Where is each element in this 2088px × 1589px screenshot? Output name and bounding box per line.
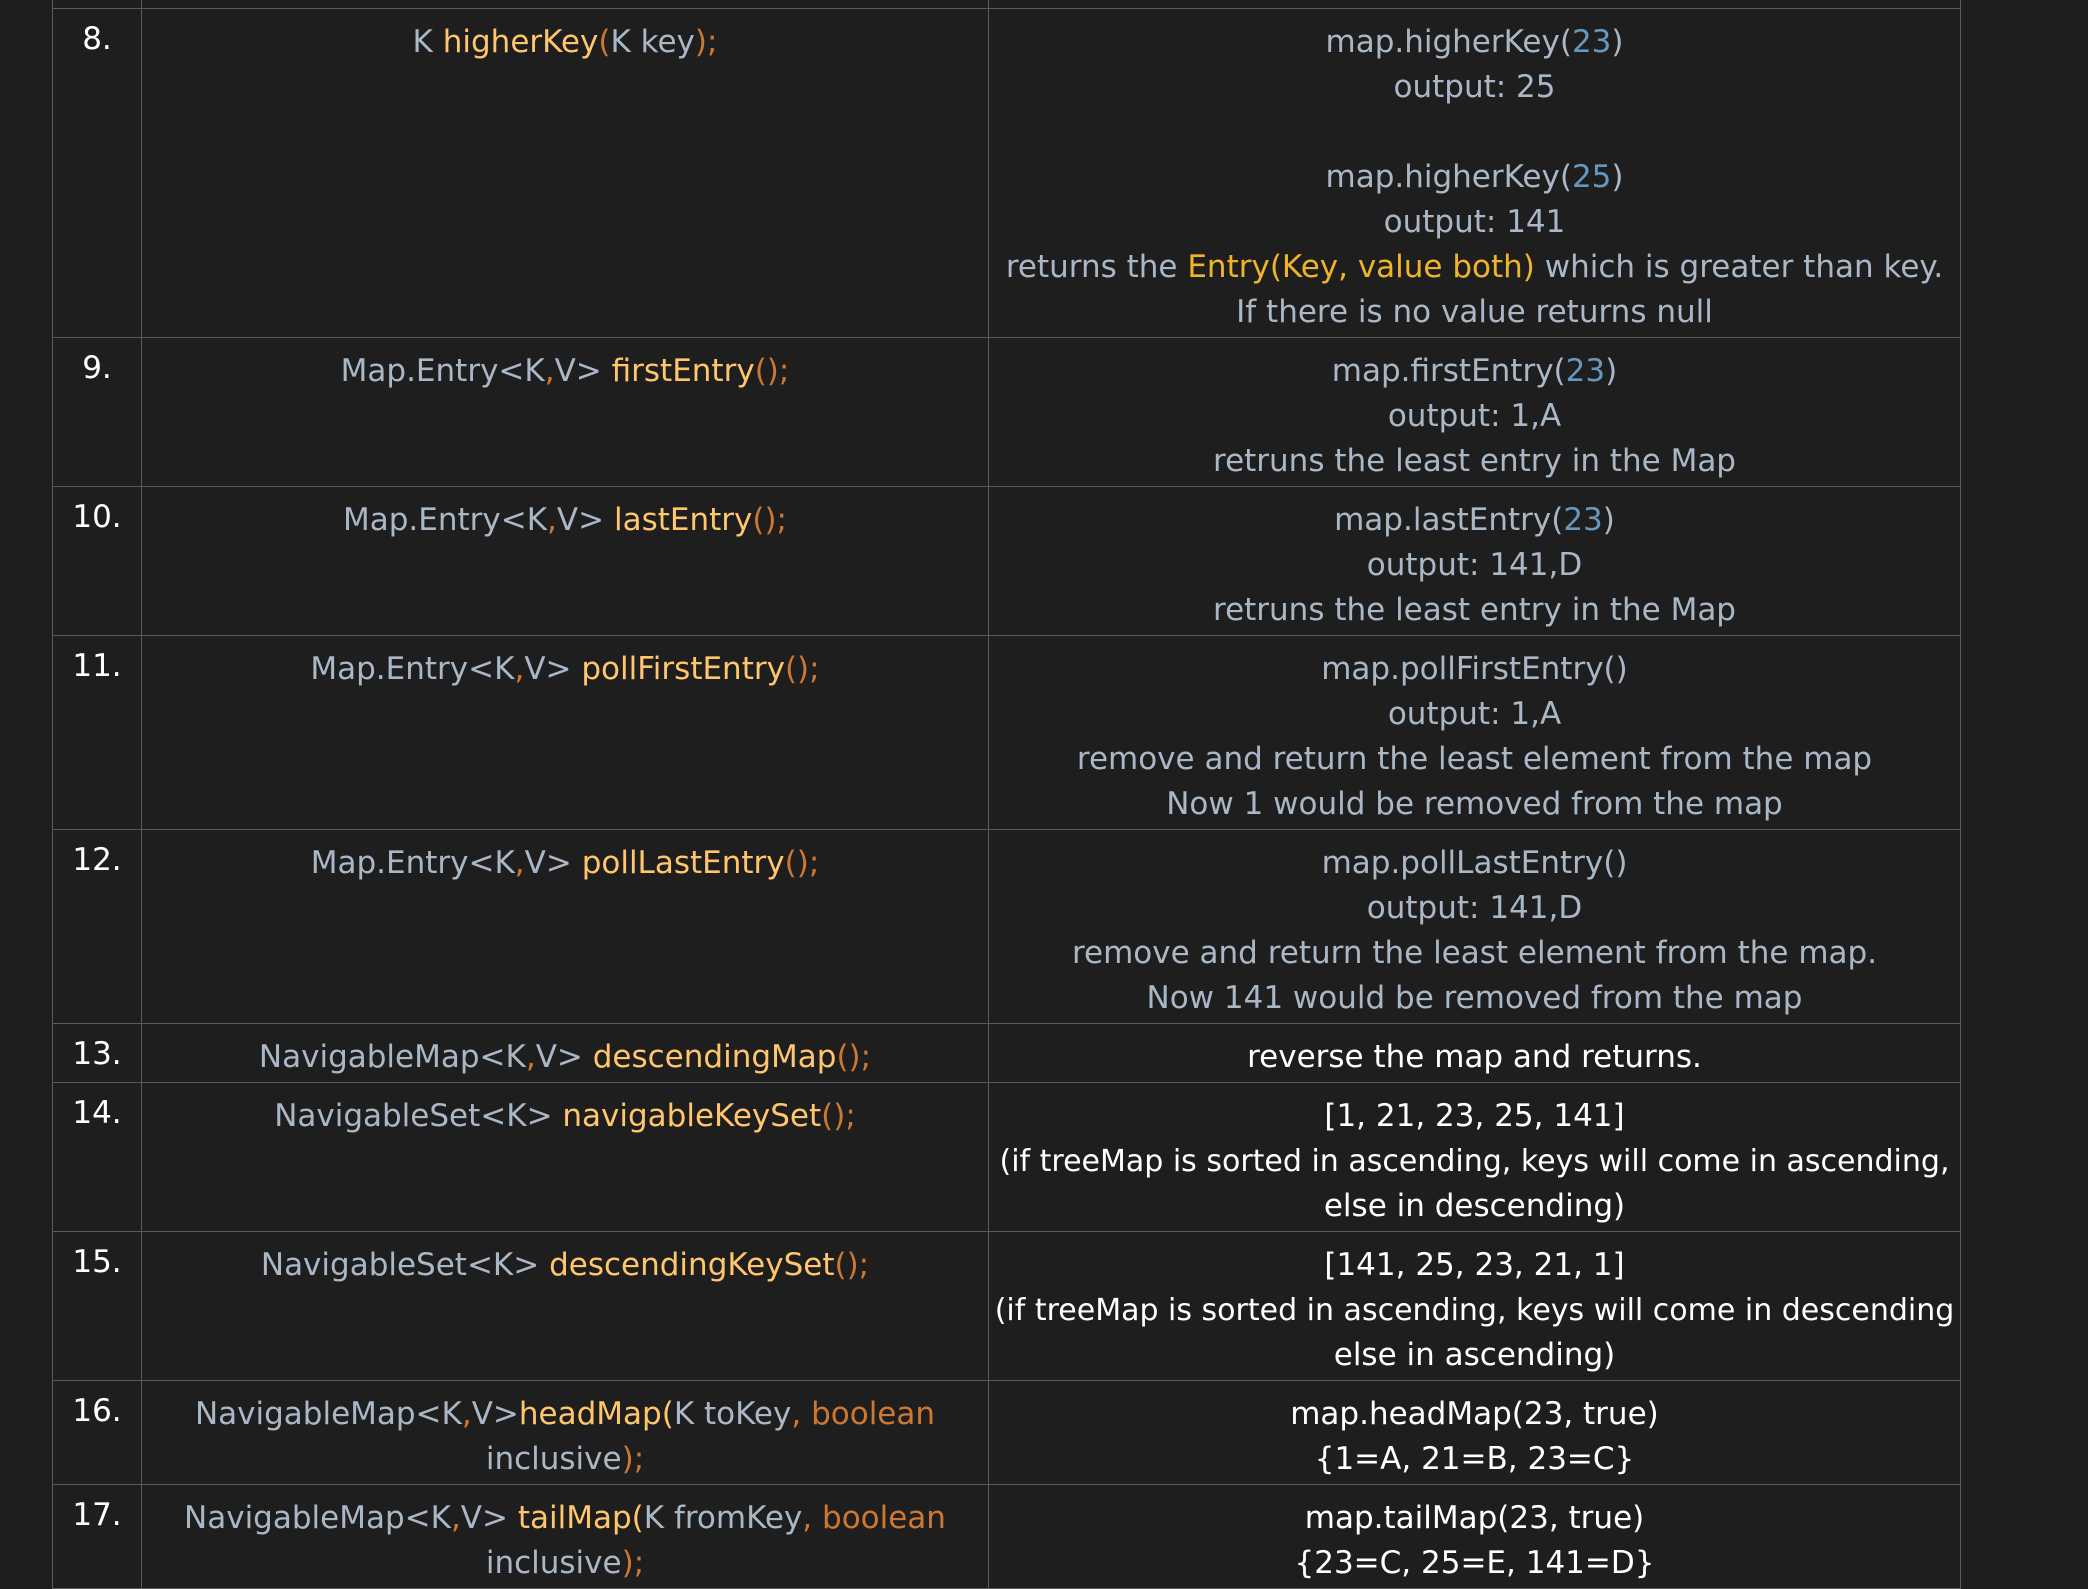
- method-name: tailMap: [517, 1500, 632, 1536]
- method-name: lastEntry: [613, 502, 753, 538]
- row-number: 16.: [52, 1380, 142, 1485]
- row-number: 9.: [52, 337, 142, 487]
- table-row: 15. NavigableSet<K> descendingKeySet(); …: [52, 1231, 1961, 1381]
- method-name: descendingMap: [592, 1039, 837, 1075]
- method-name: pollLastEntry: [581, 845, 785, 881]
- method-signature: Map.Entry<K,V> pollLastEntry();: [141, 829, 989, 1024]
- method-name: headMap: [518, 1396, 662, 1432]
- method-description: map.pollLastEntry() output: 141,D remove…: [988, 829, 1961, 1024]
- method-signature: NavigableSet<K> descendingKeySet();: [141, 1231, 989, 1381]
- method-signature: NavigableMap<K,V> descendingMap();: [141, 1023, 989, 1083]
- method-signature: K higherKey(K key);: [141, 8, 989, 338]
- method-description: map.firstEntry(23) output: 1,A retruns t…: [988, 337, 1961, 487]
- method-name: descendingKeySet: [549, 1247, 835, 1283]
- method-name: pollFirstEntry: [581, 651, 785, 687]
- row-number: 13.: [52, 1023, 142, 1083]
- method-signature: Map.Entry<K,V> firstEntry();: [141, 337, 989, 487]
- method-name: higherKey: [442, 24, 599, 60]
- row-number: 8.: [52, 8, 142, 338]
- row-number: 17.: [52, 1484, 142, 1589]
- method-description: map.higherKey(23) output: 25 map.higherK…: [988, 8, 1961, 338]
- method-signature: NavigableMap<K,V>headMap(K toKey, boolea…: [141, 1380, 989, 1485]
- table-row: 13. NavigableMap<K,V> descendingMap(); r…: [52, 1023, 1961, 1083]
- table-row: [52, 0, 1961, 9]
- row-number: 10.: [52, 486, 142, 636]
- method-description: map.lastEntry(23) output: 141,D retruns …: [988, 486, 1961, 636]
- method-signature: Map.Entry<K,V> pollFirstEntry();: [141, 635, 989, 830]
- method-description: reverse the map and returns.: [988, 1023, 1961, 1083]
- method-description: map.pollFirstEntry() output: 1,A remove …: [988, 635, 1961, 830]
- table-row: 11. Map.Entry<K,V> pollFirstEntry(); map…: [52, 635, 1961, 830]
- method-signature: NavigableMap<K,V> tailMap(K fromKey, boo…: [141, 1484, 989, 1589]
- method-name: navigableKeySet: [562, 1098, 822, 1134]
- method-table: 8. K higherKey(K key); map.higherKey(23)…: [52, 0, 1961, 1589]
- table-row: 17. NavigableMap<K,V> tailMap(K fromKey,…: [52, 1484, 1961, 1589]
- row-number: 11.: [52, 635, 142, 830]
- method-signature: NavigableSet<K> navigableKeySet();: [141, 1082, 989, 1232]
- method-signature: Map.Entry<K,V> lastEntry();: [141, 486, 989, 636]
- row-number: 12.: [52, 829, 142, 1024]
- row-number: 14.: [52, 1082, 142, 1232]
- table-row: 10. Map.Entry<K,V> lastEntry(); map.last…: [52, 486, 1961, 636]
- table-row: 9. Map.Entry<K,V> firstEntry(); map.firs…: [52, 337, 1961, 487]
- method-description: [141, 25, 23, 21, 1] (if treeMap is sort…: [988, 1231, 1961, 1381]
- row-number: 15.: [52, 1231, 142, 1381]
- method-description: [1, 21, 23, 25, 141] (if treeMap is sort…: [988, 1082, 1961, 1232]
- table-row: 14. NavigableSet<K> navigableKeySet(); […: [52, 1082, 1961, 1232]
- table-row: 12. Map.Entry<K,V> pollLastEntry(); map.…: [52, 829, 1961, 1024]
- table-row: 16. NavigableMap<K,V>headMap(K toKey, bo…: [52, 1380, 1961, 1485]
- method-description: map.tailMap(23, true) {23=C, 25=E, 141=D…: [988, 1484, 1961, 1589]
- method-description: map.headMap(23, true) {1=A, 21=B, 23=C}: [988, 1380, 1961, 1485]
- method-name: firstEntry: [611, 353, 755, 389]
- table-row: 8. K higherKey(K key); map.higherKey(23)…: [52, 8, 1961, 338]
